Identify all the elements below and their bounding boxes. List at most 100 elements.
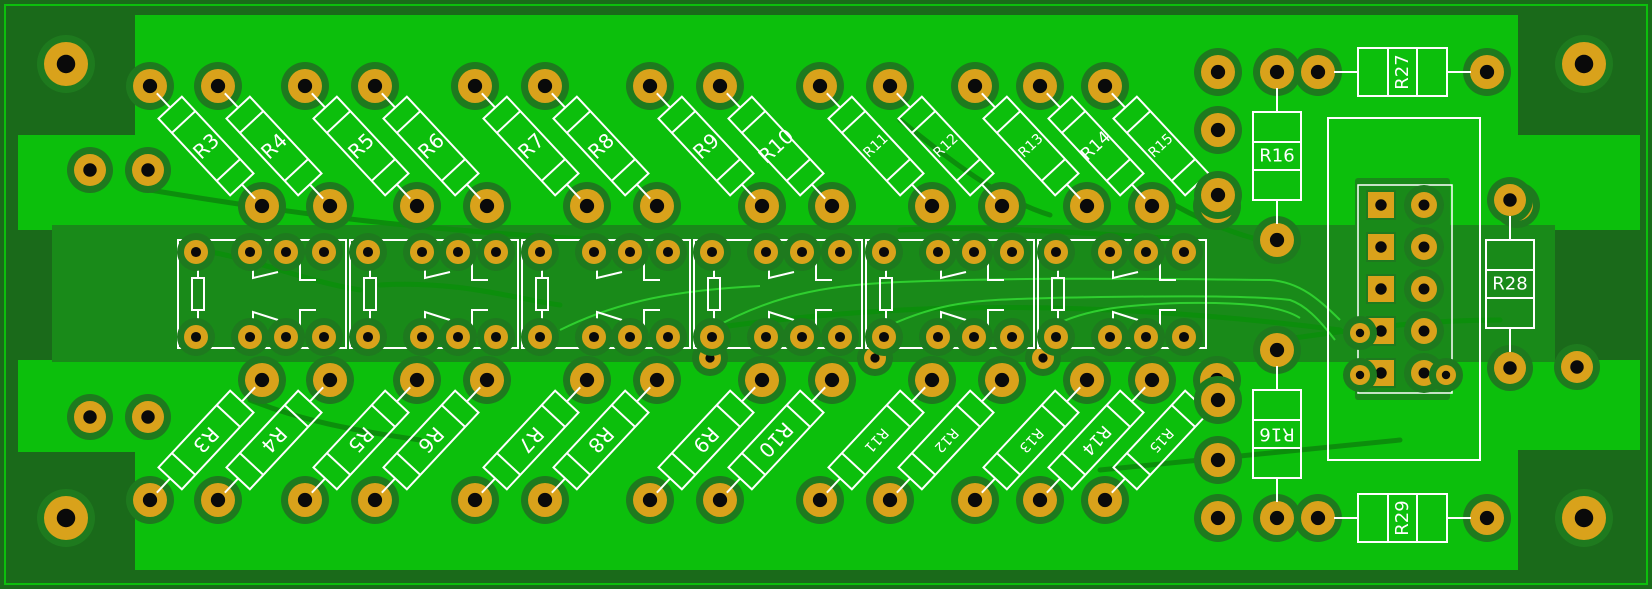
relay: [693, 233, 863, 356]
relay-pin: [993, 233, 1031, 271]
relay-pin: [1165, 233, 1203, 271]
relay-pin: [439, 233, 477, 271]
resistor-r29: R29: [1334, 493, 1471, 543]
relay-pin: [305, 318, 343, 356]
relay-pin: [477, 233, 515, 271]
relay-pin: [649, 318, 687, 356]
relay-pin: [611, 233, 649, 271]
resistor-top-r4: R4: [194, 62, 354, 230]
relay-pin: [439, 318, 477, 356]
header-pin: [1404, 311, 1444, 351]
relay-pin: [649, 233, 687, 271]
relay-pin: [783, 318, 821, 356]
relay-pin: [477, 318, 515, 356]
mounting-hole: [1555, 489, 1613, 547]
relay-pin: [955, 233, 993, 271]
relay-pin: [821, 318, 859, 356]
resistor-label: R28: [1492, 274, 1527, 295]
pad: [125, 147, 171, 193]
pad: [1194, 106, 1242, 154]
resistor-bottom-r13: R13: [951, 356, 1111, 524]
pad: [1487, 345, 1533, 391]
relay-pin: [177, 318, 215, 356]
relays: [177, 233, 1207, 356]
pad: [67, 394, 113, 440]
relay-pin: [575, 318, 613, 356]
resistor-bottom-r4: R4: [194, 356, 354, 524]
relay-pin: [693, 233, 731, 271]
resistor-r16-top: R16: [1252, 88, 1302, 224]
relay: [865, 233, 1035, 356]
header-pin: [1343, 358, 1377, 392]
relay-pin: [919, 233, 957, 271]
resistor-label: R16: [1259, 424, 1294, 445]
pad: [1253, 494, 1301, 542]
resistor-r16-bottom: R16: [1252, 366, 1302, 502]
relay-pin: [403, 233, 441, 271]
relay-pin: [177, 233, 215, 271]
relay-pin: [1127, 233, 1165, 271]
pad: [1253, 216, 1301, 264]
resistor-label: R27: [1392, 54, 1413, 89]
pad: [1194, 48, 1242, 96]
resistor-top-r6: R6: [351, 62, 511, 230]
resistor-top-r9: R9: [626, 62, 786, 230]
header-pin: [1366, 190, 1396, 220]
resistor-bottom-r10: R10: [696, 356, 856, 524]
relay: [1037, 233, 1207, 356]
relay-pin: [993, 318, 1031, 356]
relay-pin: [231, 318, 269, 356]
pad: [1194, 436, 1242, 484]
header-pin: [1429, 358, 1463, 392]
resistor-bottom-r3: R3: [126, 356, 286, 524]
resistor-top-r13: R13: [951, 62, 1111, 230]
relay: [177, 233, 347, 356]
mounting-hole: [37, 489, 95, 547]
resistor-r27: R27: [1334, 47, 1471, 97]
header-pin: [1404, 269, 1444, 309]
pad: [1194, 171, 1242, 219]
relay-pin: [747, 318, 785, 356]
resistor-bottom-r9: R9: [626, 356, 786, 524]
resistor-bottom-r11: R11: [796, 356, 956, 524]
resistor-bottom-r7: R7: [451, 356, 611, 524]
resistor-label: R29: [1392, 500, 1413, 535]
pad: [1194, 494, 1242, 542]
relay-pin: [267, 318, 305, 356]
relay-pin: [611, 318, 649, 356]
relay-pin: [1091, 318, 1129, 356]
pad: [1253, 48, 1301, 96]
pad: [1294, 494, 1342, 542]
relay-pin: [521, 318, 559, 356]
resistor-top-r7: R7: [451, 62, 611, 230]
resistor-top-r11: R11: [796, 62, 956, 230]
header-pin: [1366, 274, 1396, 304]
relay-pin: [865, 233, 903, 271]
resistor-top-r12: R12: [866, 62, 1026, 230]
resistor-label: R16: [1259, 146, 1294, 167]
relay-pin: [821, 233, 859, 271]
relay-pin: [1127, 318, 1165, 356]
relay-pin: [1037, 233, 1075, 271]
resistor-bottom-r8: R8: [521, 356, 681, 524]
pad: [1253, 326, 1301, 374]
relay-pin: [349, 318, 387, 356]
pad: [1294, 48, 1342, 96]
relay-pin: [693, 318, 731, 356]
relay-pin: [1091, 233, 1129, 271]
resistor-r28: R28: [1485, 216, 1535, 352]
header-pin: [1404, 185, 1444, 225]
relay-pin: [305, 233, 343, 271]
relay-pin: [267, 233, 305, 271]
relay-pin: [1037, 318, 1075, 356]
board-edge: [4, 4, 1648, 585]
relay: [521, 233, 691, 356]
pad: [1463, 494, 1511, 542]
relay-pin: [349, 233, 387, 271]
resistor-bottom-r5: R5: [281, 356, 441, 524]
relay-pin: [1165, 318, 1203, 356]
pad: [125, 394, 171, 440]
pad: [1487, 177, 1533, 223]
